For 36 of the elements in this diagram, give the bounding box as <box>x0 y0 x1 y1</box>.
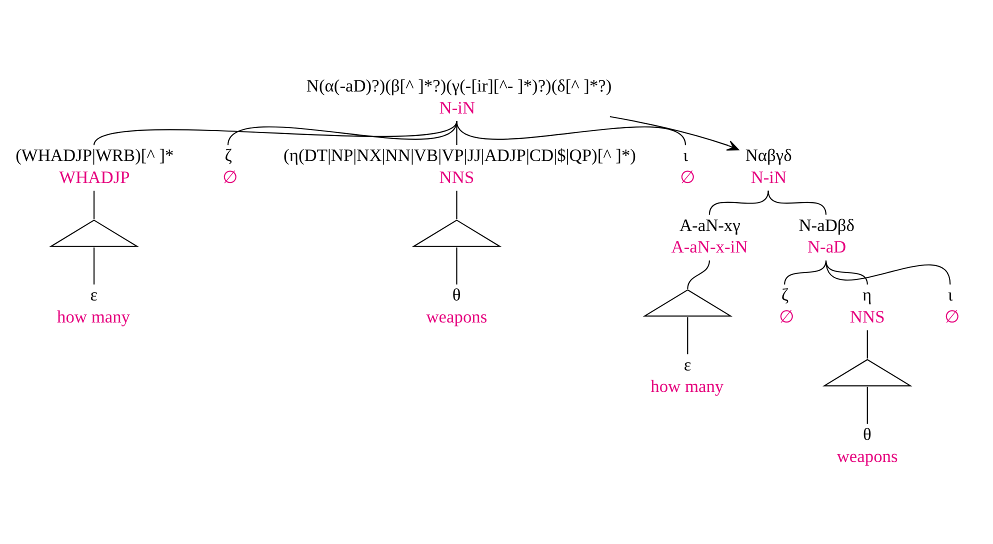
node-text: (η(DT|NP|NX|NN|VB|VP|JJ|ADJP|CD|$|QP)[^ ]*) NNS <box>284 144 636 186</box>
node-text: ζ ∅ <box>222 144 238 186</box>
connector <box>784 260 827 284</box>
connector <box>866 386 868 424</box>
connector <box>456 190 458 219</box>
node-triangle <box>822 358 912 386</box>
connector <box>768 190 827 214</box>
node-text: ι ∅ <box>944 284 960 326</box>
node-text: θ weapons <box>836 424 898 466</box>
connector <box>687 260 710 288</box>
connector <box>687 316 688 354</box>
node-triangle <box>412 219 502 246</box>
connector <box>456 246 458 284</box>
node-triangle <box>642 288 733 316</box>
node-text: ι ∅ <box>680 144 696 186</box>
node-text: ε how many <box>650 354 724 396</box>
node-text: ε how many <box>57 284 130 326</box>
connector <box>94 120 458 145</box>
connector <box>708 190 769 214</box>
node-text: θ weapons <box>426 284 488 326</box>
connector <box>94 190 95 219</box>
node-text: ζ ∅ <box>779 284 794 326</box>
node-text: Nαβγδ N-iN <box>745 144 792 186</box>
node-text: η NNS <box>850 284 885 326</box>
connector <box>866 330 868 358</box>
node-text: A-aN-xγ A-aN-x-iN <box>671 214 748 256</box>
connector <box>825 260 951 284</box>
connector <box>456 120 458 145</box>
node-text: N-aDβδ N-aD <box>798 214 854 256</box>
node-text: N(α(-aD)?)(β[^ ]*?)(γ(-[ir][^- ]*)?)(δ[^ ]*?) N-iN <box>306 74 612 117</box>
connector <box>228 120 458 145</box>
arrow <box>610 116 739 150</box>
connector <box>94 246 95 284</box>
node-text: (WHADJP|WRB)[^ ]* WHADJP <box>16 144 174 186</box>
connector <box>456 120 686 145</box>
node-triangle <box>49 219 140 246</box>
